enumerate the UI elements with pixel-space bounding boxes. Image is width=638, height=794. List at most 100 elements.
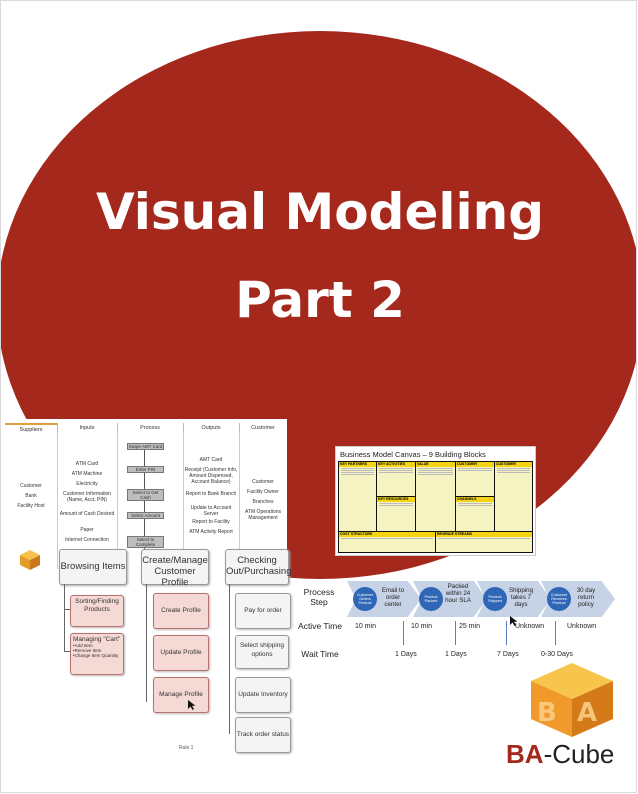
sipoc-cell: ATM Activity Report [189,529,233,535]
bmc-block-key-activities: KEY ACTIVITIES [377,462,415,496]
sorting-products-box: Sorting/Finding Products [70,595,124,627]
browsing-items-box: Browsing Items [59,549,127,585]
sipoc-cell: Amount of Cash Desired [59,511,115,517]
sipoc-diagram: Suppliers Inputs Process Outputs Custome… [5,419,287,569]
sipoc-header-suppliers: Suppliers [5,423,58,435]
connector [229,584,230,734]
footer-label: Rule 1 [179,745,194,751]
sipoc-col-suppliers: Customer Bank Facility Host [5,433,58,569]
sipoc-header-row: Suppliers Inputs Process Outputs Custome… [5,423,287,435]
bmc-block-customer-segments: CUSTOMER SEGMENTS [495,462,532,531]
active-time-value: 25 min [459,623,481,630]
bmc-block-heading: KEY PARTNERS [339,462,376,467]
sipoc-cell: Customer Information (Name, Acct, PIN) [62,491,112,503]
bmc-block-cost-structure: COST STRUCTURE [339,532,435,552]
wait-arrow [555,621,556,645]
connector [64,651,70,652]
process-box: Swipe AMT Card [127,443,164,450]
cursor-icon [510,616,518,626]
sipoc-cell: Receipt (Customer Info, Amount Dispensed… [184,467,238,485]
cursor-icon [188,700,196,710]
process-connector [144,448,145,558]
active-time-value: Unknown [515,623,545,630]
bmc-title: Business Model Canvas – 9 Building Block… [340,450,486,459]
process-box: Select Amount [127,512,164,519]
sipoc-header-customer: Customer [251,425,275,431]
ba-cube-logo-icon: B A [531,663,613,737]
sipoc-cell: ATM Machine [71,471,103,477]
bmc-block-key-resources: KEY RESOURCES [377,497,415,531]
cart-bullet: •Remove Item [73,648,102,653]
update-profile-box: Update Profile [153,635,209,671]
sipoc-cell: Paper [80,527,94,533]
logo-prefix: BA [506,739,544,769]
pay-for-order-box: Pay for order [235,593,291,629]
cube-letter-a: A [577,698,597,728]
sipoc-cell: Customer [20,483,42,489]
managing-cart-label: Managing "Cart" [73,636,121,643]
active-time-label: Active Time [298,621,342,631]
title-line-1: Visual Modeling [95,183,545,241]
wait-time-label: Wait Time [301,649,339,659]
functional-decomposition: Browsing Items Create/Manage Customer Pr… [1,549,293,753]
value-stream-map: Process Step Active Time Wait Time Custo… [293,577,636,667]
sipoc-cell: Report to Bank Branch [185,491,237,497]
sipoc-header-inputs: Inputs [57,423,118,433]
connector [64,584,65,652]
sipoc-header-outputs: Outputs [183,423,240,433]
process-box: Select to Get Cash [127,489,164,501]
sipoc-header-process: Process [117,423,184,433]
sipoc-col-process: Swipe AMT Card Enter PIN Select to Get C… [117,433,184,569]
sipoc-cell: AMT Card [199,457,223,463]
title-line-2: Part 2 [235,271,405,329]
bmc-block-heading: CUSTOMER RELATIONSHIPS [456,462,494,467]
sipoc-cell: Bank [25,493,37,499]
sipoc-col-inputs: ATM Card ATM Machine Electricity Custome… [57,433,118,569]
sipoc-cell: ATM Operations Management [244,509,282,521]
bmc-block-key-partners: KEY PARTNERS [339,462,376,531]
manage-profile-box: Manage Profile [153,677,209,713]
customer-profile-box: Create/Manage Customer Profile [141,549,209,588]
small-cube-icon [20,550,40,570]
wait-arrow [506,621,507,645]
wait-time-value: 1 Days [445,651,467,658]
bmc-block-heading: CUSTOMER SEGMENTS [495,462,532,467]
bmc-block-value-propositions: VALUE PROPOSITIONS [416,462,455,531]
wait-arrow [403,621,404,645]
step-text: 30 day return policy [576,587,596,608]
wait-time-value: 0-30 Days [541,651,573,658]
sipoc-cell: Update to Account Server [190,505,232,517]
update-inventory-box: Update Inventory [235,677,291,713]
sipoc-cell: Facility Host [17,503,45,509]
bmc-block-heading: KEY ACTIVITIES [377,462,415,467]
connector [146,584,147,702]
step-circle: Customer Orders Product [353,587,377,611]
sipoc-col-customer: Customer Facility Owner Branches ATM Ope… [239,433,287,569]
step-circle: Product Packed [419,587,443,611]
active-time-value: Unknown [567,623,597,630]
cart-bullet: •Change Item Quantity [73,653,119,658]
bmc-block-heading: CHANNELS [456,497,494,502]
step-circle: Customer Receives Product [547,587,571,611]
shipping-options-box: Select shipping options [235,635,289,669]
sipoc-cell: Facility Owner [247,489,279,495]
sipoc-cell: Report to Facility [192,519,230,525]
sipoc-cell: Customer [252,479,274,485]
managing-cart-box: Managing "Cart" •Add Item •Remove Item •… [70,633,124,675]
track-order-box: Track order status [235,717,291,753]
logo-suffix: -Cube [543,739,615,769]
bmc-block-revenue-streams: REVENUE STREAMS [436,532,532,552]
bmc-block-customer-relationships: CUSTOMER RELATIONSHIPS [456,462,494,496]
cube-letter-b: B [537,698,557,728]
sipoc-cell: Internet Connection [65,537,109,543]
sipoc-cell: ATM Card [75,461,99,467]
wait-time-value: 1 Days [395,651,417,658]
step-text: Packed within 24 hour SLA [445,583,471,604]
active-time-value: 10 min [355,623,377,630]
bmc-block-channels: CHANNELS [456,497,494,531]
connector [64,609,70,610]
step-circle: Product Shipped [483,587,507,611]
sipoc-cell: Branches [252,499,274,505]
process-box: Select to Complete [127,536,164,548]
process-step-label: Process Step [303,587,335,607]
